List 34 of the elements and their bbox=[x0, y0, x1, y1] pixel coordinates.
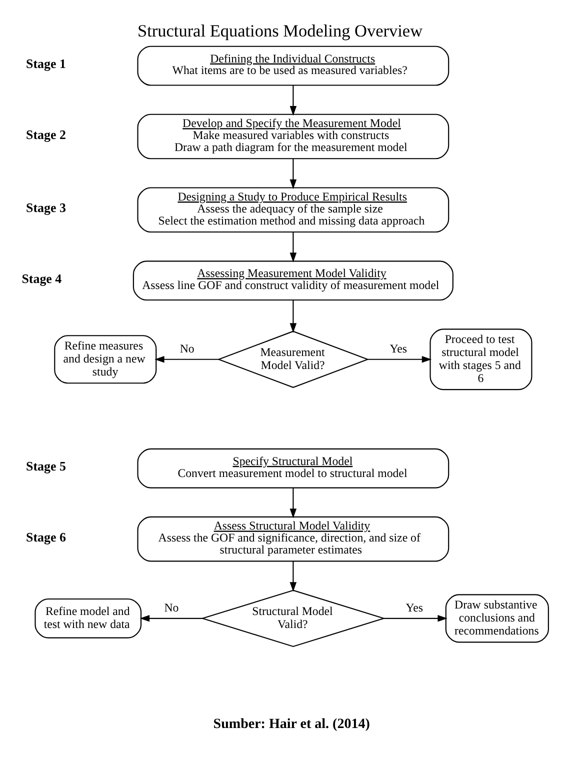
label: Stage 1 bbox=[26, 56, 66, 71]
edge-label: Yes bbox=[406, 600, 423, 614]
edge-label: No bbox=[164, 600, 179, 614]
node-box: Refine model and test with new data bbox=[34, 598, 142, 638]
label: Stage 6 bbox=[26, 528, 66, 544]
node-box: Designing a Study to Produce Empirical Results Assess the adequacy of the sample size Select the estimation method and missing data approach bbox=[137, 186, 450, 232]
node-box: Draw substantive conclusions and recommendations bbox=[445, 594, 549, 642]
node-box: Refine measures and design a new study bbox=[54, 334, 157, 384]
node-box: Assess Structural Model Validity Assess the GOF and significance, direction, and size of structural parameter estimates bbox=[137, 516, 450, 562]
edge-label: Yes bbox=[390, 341, 408, 356]
arrow bbox=[290, 158, 297, 189]
arrow bbox=[368, 355, 432, 362]
caption: Sumber: Hair et al. (2014) bbox=[213, 715, 370, 732]
edge-label: No bbox=[180, 341, 194, 356]
label: Stage 4 bbox=[22, 270, 62, 286]
node-diamond: Measurement Model Valid? bbox=[217, 330, 370, 388]
arrow bbox=[290, 560, 297, 592]
arrow bbox=[154, 355, 219, 362]
node-box: Assessing Measurement Model Validity Assess line GOF and construct validity of measurement model bbox=[132, 260, 454, 300]
label: Stage 2 bbox=[26, 126, 66, 142]
arrow bbox=[290, 300, 297, 332]
arrow bbox=[140, 614, 202, 622]
node-box: Defining the Individual Constructs What items are to be used as measured variables? bbox=[137, 45, 450, 86]
label: Stage 5 bbox=[26, 458, 66, 474]
arrow bbox=[384, 614, 448, 622]
node-diamond: Structural Model Valid? bbox=[200, 589, 386, 647]
node-box: Specify Structural Model Convert measurement model to structural model bbox=[137, 448, 450, 488]
label: Stage 3 bbox=[26, 200, 66, 215]
node-box: Develop and Specify the Measurement Model Make measured variables with constructs Draw a path diagram for the measurement model bbox=[137, 113, 450, 159]
arrow bbox=[290, 232, 297, 262]
diagram-title: Structural Equations Modeling Overview bbox=[137, 20, 423, 40]
node-box: Proceed to test structural model with stages 5 and 6 bbox=[430, 328, 532, 390]
arrow bbox=[290, 487, 297, 518]
arrow bbox=[290, 84, 297, 116]
